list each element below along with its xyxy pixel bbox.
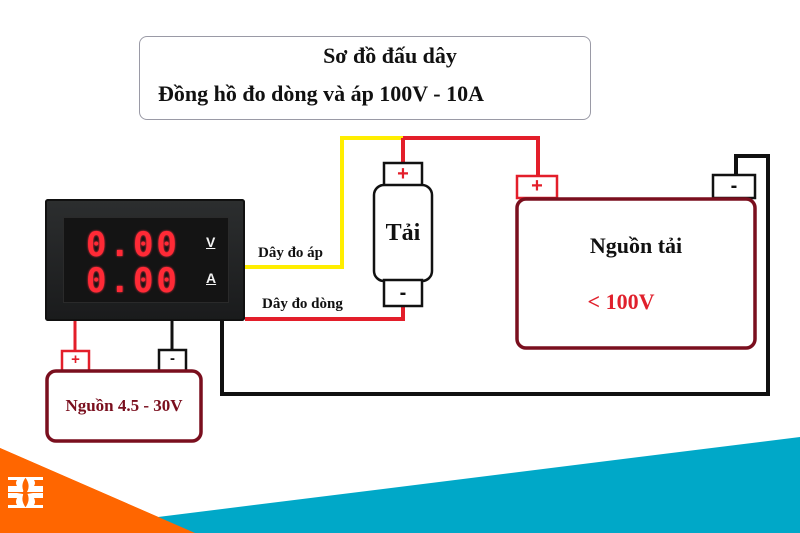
meter-display: 0.00 V 0.00 A [63, 217, 229, 303]
load-label: Tải [385, 220, 421, 246]
load-supply-plus-sign: + [531, 175, 543, 197]
current-reading: 0.00 [86, 261, 180, 301]
diagram-subtitle: Đồng hồ đo dòng và áp 100V - 10A [158, 81, 485, 106]
ground-wire [220, 154, 770, 396]
positive-wire [403, 136, 540, 176]
load-minus-sign: - [399, 282, 407, 304]
current-sense-wire [245, 306, 405, 321]
meter-supply-label: Nguồn 4.5 - 30V [65, 396, 183, 415]
current-sense-label: Dây đo dòng [262, 296, 343, 312]
load-supply-minus-sign: - [730, 175, 738, 197]
load-supply-box [515, 197, 757, 350]
current-unit: A [206, 270, 217, 286]
voltage-reading: 0.00 [86, 225, 180, 265]
meter-supply-minus-sign: - [170, 350, 175, 367]
load-plus-sign: + [397, 163, 409, 185]
load-supply-title: Nguồn tải [589, 233, 683, 258]
title-box: Sơ đồ đấu dây Đồng hồ đo dòng và áp 100V… [139, 36, 591, 120]
volt-amp-meter: 0.00 V 0.00 A [45, 199, 245, 321]
voltage-sense-wire [245, 136, 403, 269]
meter-supply-box [45, 369, 203, 443]
voltage-sense-label: Dây đo áp [258, 245, 324, 261]
meter-supply-plus-sign: + [71, 351, 80, 368]
diagram-title: Sơ đồ đấu dây [323, 43, 457, 68]
voltage-unit: V [206, 234, 216, 250]
load-supply-voltage: < 100V [587, 289, 655, 314]
footer-teal-band [150, 437, 800, 533]
3c-logo-icon [8, 477, 43, 508]
